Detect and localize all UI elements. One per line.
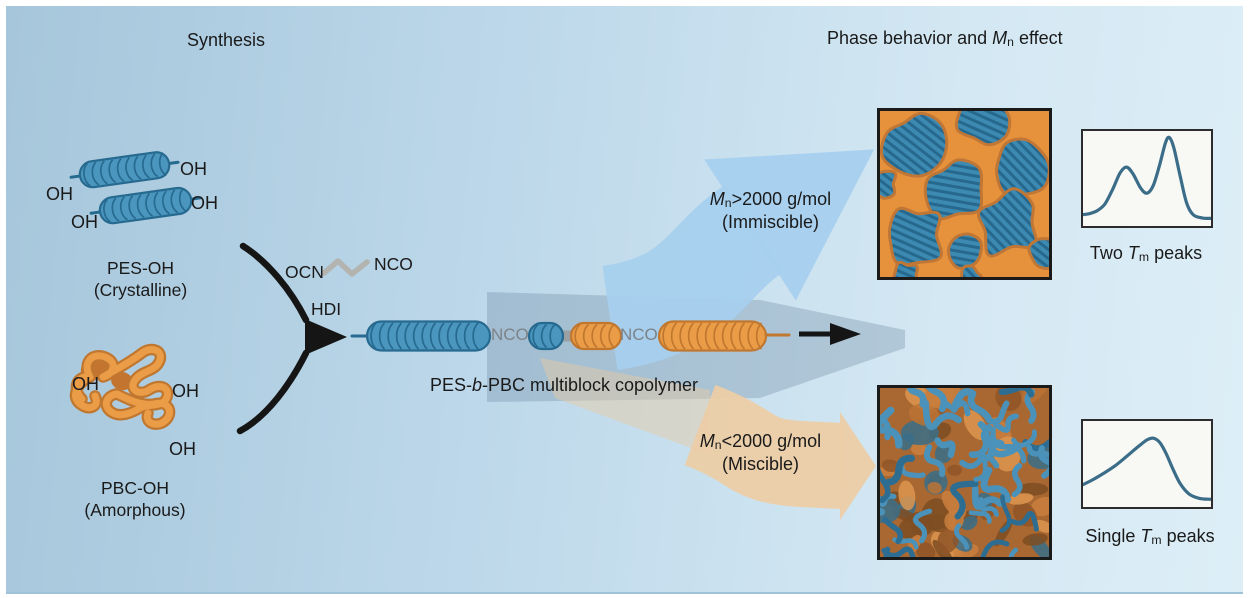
chain-nco-label: NCO (620, 325, 658, 344)
caption-text: peaks (1149, 243, 1203, 263)
combine-bracket-arrow-icon (236, 242, 347, 435)
tm-subscript: m (1138, 250, 1150, 265)
phase-behavior-section-title: Phase behavior and Mn effect (827, 27, 1063, 50)
caption-text: peaks (1161, 526, 1215, 546)
two-peaks-plot-panel (1081, 129, 1213, 228)
miscible-condition-line: Mn<2000 g/mol (658, 430, 863, 453)
mn-subscript: n (724, 196, 732, 211)
miscible-morphology-panel (877, 385, 1052, 560)
pes-label: PES-OH (Crystalline) (58, 258, 223, 302)
oh-end-group-label: OH (71, 212, 98, 232)
caption-text: Two (1089, 243, 1128, 263)
synthesis-section-title: Synthesis (187, 30, 266, 50)
mn-subscript: n (1007, 35, 1014, 50)
pes-oh-polymer-icon (69, 151, 202, 225)
pbc-name: PBC-OH (100, 478, 170, 498)
immiscible-morphology-panel (877, 108, 1052, 280)
pbc-label: PBC-OH (Amorphous) (50, 478, 220, 522)
multiblock-copolymer-chain-icon (350, 320, 791, 352)
pbc-state: (Amorphous) (84, 499, 186, 520)
condition-text: >2000 g/mol (731, 189, 832, 209)
tm-symbol: T (1127, 243, 1139, 263)
miscible-state-text: (Miscible) (721, 454, 799, 475)
immiscible-morphology-image (880, 111, 1049, 277)
nco-group-label: NCO (374, 254, 413, 274)
single-tm-peak-curve (1083, 436, 1211, 501)
product-pre: PES- (429, 375, 472, 395)
pbc-oh-polymer-icon (69, 343, 176, 430)
mn-subscript: n (714, 438, 722, 453)
pes-state: (Crystalline) (93, 279, 188, 300)
hdi-name-label: HDI (311, 299, 342, 319)
phase-title-suffix: effect (1013, 28, 1063, 48)
immiscible-state-text: (Immiscible) (722, 212, 819, 233)
tm-symbol: T (1140, 526, 1152, 546)
immiscible-condition-label: Mn>2000 g/mol (Immiscible) (668, 188, 873, 235)
chain-nco-label: NCO (491, 325, 529, 344)
mn-symbol: M (992, 28, 1008, 48)
pes-name: PES-OH (106, 258, 175, 278)
caption-text: Single (1085, 526, 1141, 546)
oh-end-group-label: OH (180, 159, 207, 179)
hdi-molecule-icon (321, 258, 370, 277)
oh-end-group-label: OH (191, 193, 218, 213)
oh-end-group-label: OH (46, 184, 73, 204)
product-arrow-icon (799, 323, 861, 345)
single-peak-plot-panel (1081, 419, 1213, 509)
mn-symbol: M (699, 431, 715, 451)
tm-subscript: m (1151, 533, 1162, 548)
oh-end-group-label: OH (169, 439, 196, 459)
product-label: PES-b-PBC multiblock copolymer (408, 374, 720, 397)
single-peak-caption: Single Tm peaks (1050, 525, 1249, 548)
two-tm-peaks-curve (1083, 135, 1211, 220)
condition-text: <2000 g/mol (721, 431, 822, 451)
miscible-condition-label: Mn<2000 g/mol (Miscible) (658, 430, 863, 477)
miscible-branch-arrow-icon (683, 384, 876, 520)
oh-end-group-label: OH (72, 374, 99, 394)
oh-end-group-label: OH (172, 381, 199, 401)
mn-symbol: M (709, 189, 725, 209)
miscible-morphology-image (880, 388, 1049, 557)
immiscible-condition-line: Mn>2000 g/mol (668, 188, 873, 211)
immiscible-branch-arrow-icon (600, 149, 875, 370)
product-post: -PBC multiblock copolymer (481, 375, 699, 395)
two-peaks-caption: Two Tm peaks (1046, 242, 1246, 265)
phase-title-text: Phase behavior and (827, 28, 993, 48)
ocn-group-label: OCN (285, 262, 324, 282)
product-b-italic: b (471, 375, 482, 395)
